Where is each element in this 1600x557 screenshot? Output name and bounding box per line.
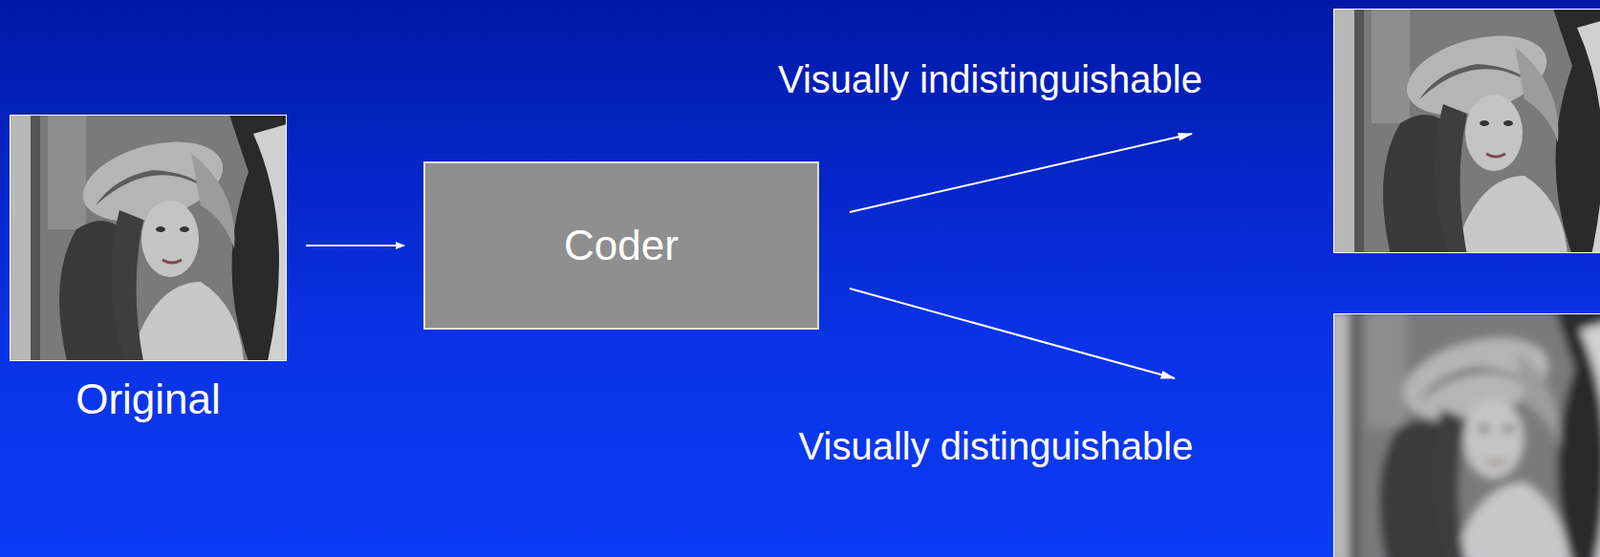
process-box: Coder <box>423 161 820 330</box>
edge-label: Visually distinguishable <box>799 424 1194 469</box>
output-arrow <box>849 288 1175 379</box>
decoded-photo-blurred <box>1333 313 1600 557</box>
flow-arrow <box>305 244 405 247</box>
output-arrow <box>849 133 1192 213</box>
decoded-photo-sharp <box>1333 8 1600 254</box>
image-frame: Original <box>9 114 287 362</box>
box-label: Coder <box>563 221 679 271</box>
image-caption: Original <box>75 375 221 425</box>
original-photo <box>9 114 287 362</box>
edge-label: Visually indistinguishable <box>778 57 1203 102</box>
